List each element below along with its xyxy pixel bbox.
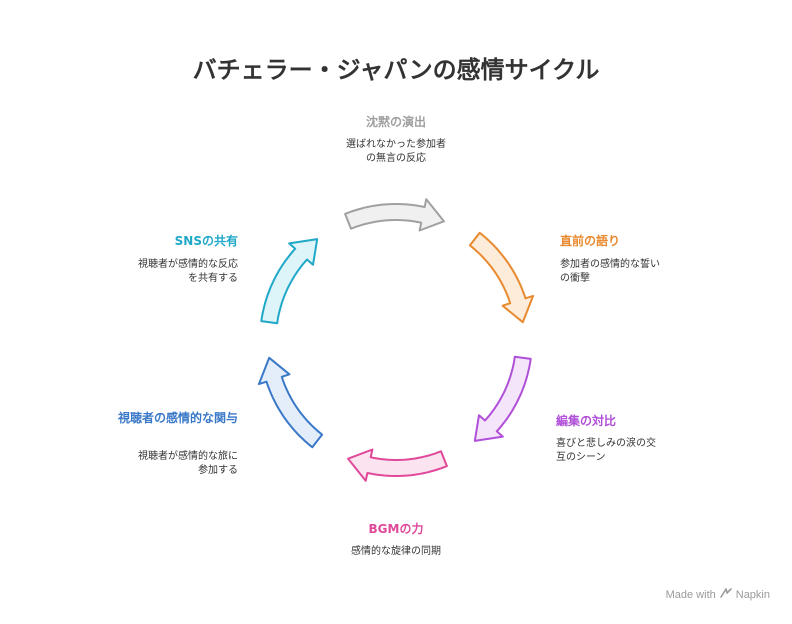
stage-desc-bgm: 感情的な旋律の同期 — [351, 546, 441, 557]
footer-brand: Napkin — [735, 588, 770, 601]
footer-credit[interactable]: Made with Napkin — [666, 587, 770, 602]
stage-desc-editing: 喜びと悲しみの涙の交互のシーン — [556, 438, 656, 463]
stage-label-editing: 編集の対比 — [556, 414, 617, 428]
stage-label-viewer: 視聴者の感情的な関与 — [117, 411, 238, 425]
arrow-sns — [260, 238, 319, 325]
arrow-silence — [344, 198, 445, 232]
napkin-logo-icon — [719, 587, 732, 602]
stage-desc-confession: 参加者の感情的な誓いの衝撃 — [560, 259, 660, 284]
stage-desc-viewer: 視聴者が感情的な旅に参加する — [138, 451, 238, 476]
stage-label-bgm: BGMの力 — [368, 522, 424, 536]
stage-desc-silence: 選ばれなかった参加者の無言の反応 — [346, 139, 446, 164]
stage-label-silence: 沈黙の演出 — [365, 115, 426, 129]
arrow-bgm — [347, 448, 448, 482]
arrow-viewer — [257, 356, 324, 449]
stage-desc-sns: 視聴者が感情的な反応を共有する — [138, 259, 238, 284]
arrow-editing — [473, 355, 532, 442]
stage-label-sns: SNSの共有 — [174, 234, 238, 248]
footer-text: Made with — [665, 588, 716, 601]
diagram-title: バチェラー・ジャパンの感情サイクル — [192, 56, 600, 84]
stage-label-confession: 直前の語り — [560, 234, 621, 248]
arrow-confession — [468, 231, 535, 324]
